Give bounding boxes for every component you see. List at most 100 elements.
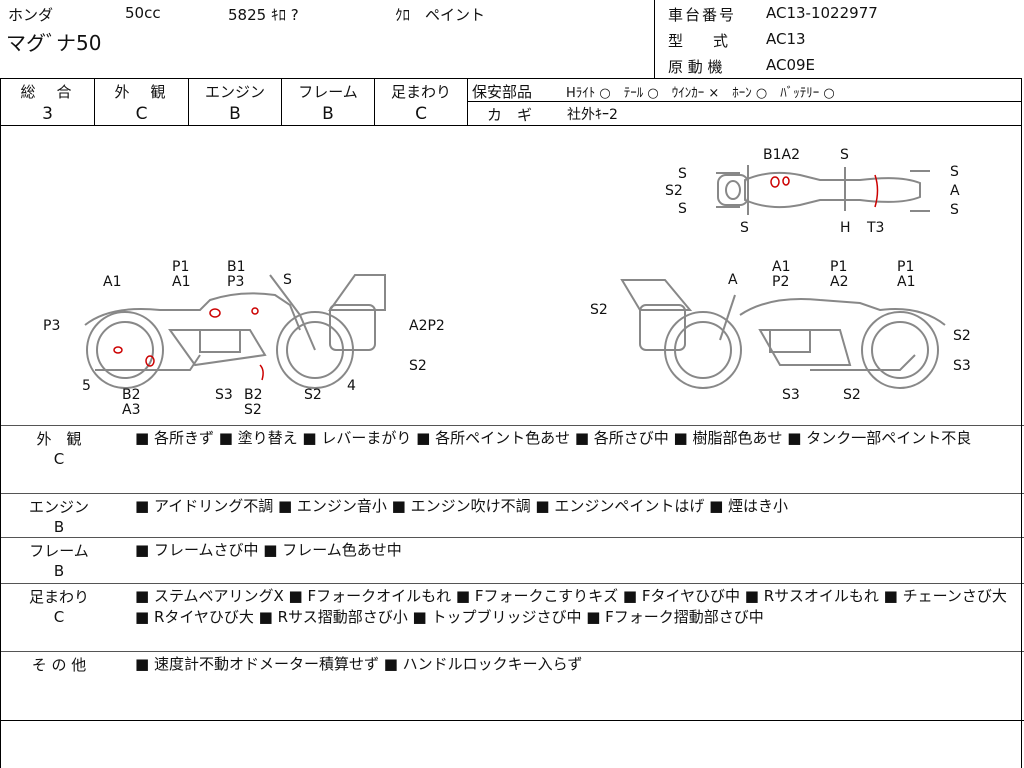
- diag-label: S: [740, 220, 749, 236]
- diag-label: A2P2: [409, 318, 445, 334]
- section-text: ■ ステムベアリングX ■ Fフォークオイルもれ ■ Fフォークこすりキズ ■ …: [135, 587, 1007, 626]
- left-border: [0, 425, 1, 768]
- safety-items: Hﾗｲﾄ ○ ﾃｰﾙ ○ ｳｲﾝｶｰ × ﾎｰﾝ ○ ﾊﾞｯﾃﾘｰ ○: [566, 86, 835, 101]
- section-exterior: 外 観 C ■ 各所きず ■ 塗り替え ■ レバーまがり ■ 各所ペイント色あせ…: [0, 425, 1024, 493]
- diag-label: A2: [830, 274, 849, 290]
- header-divider: [654, 0, 655, 79]
- maker: ホンダ: [8, 6, 54, 24]
- section-name: 外 観: [36, 430, 82, 448]
- diag-label: S2: [244, 402, 262, 418]
- grade-value: 3: [42, 104, 53, 124]
- section-grade: C: [53, 450, 65, 468]
- diag-label: A1: [103, 274, 122, 290]
- section-text: ■ 各所きず ■ 塗り替え ■ レバーまがり ■ 各所ペイント色あせ ■ 各所さ…: [135, 429, 972, 447]
- grade-suspension: 足まわり C: [375, 79, 468, 125]
- diag-label: A3: [122, 402, 141, 418]
- diag-label: P3: [227, 274, 245, 290]
- diag-label: S3: [782, 387, 800, 403]
- diag-label: S: [950, 202, 959, 218]
- section-other: そ の 他 ■ 速度計不動オドメーター積算せず ■ ハンドルロックキー入らず: [0, 651, 1024, 721]
- section-grade: C: [53, 608, 65, 626]
- grade-engine: エンジン B: [189, 79, 282, 125]
- diag-label: H: [840, 220, 851, 236]
- section-engine: エンジン B ■ アイドリング不調 ■ エンジン音小 ■ エンジン吹け不調 ■ …: [0, 493, 1024, 537]
- diag-label: P1: [897, 259, 915, 275]
- section-text: ■ フレームさび中 ■ フレーム色あせ中: [135, 541, 402, 559]
- diag-label: S3: [215, 387, 233, 403]
- grade-frame: フレーム B: [282, 79, 375, 125]
- color: ｸﾛ ペイント: [395, 6, 486, 24]
- type-label: 型 式: [668, 32, 729, 50]
- diag-label: T3: [867, 220, 885, 236]
- diag-label: B1: [227, 259, 246, 275]
- section-grade: B: [53, 518, 65, 536]
- grade-value: B: [322, 104, 334, 124]
- grade-value: C: [415, 104, 427, 124]
- grade-row-border: [0, 78, 1022, 126]
- diag-label: A: [728, 272, 738, 288]
- diag-label: A1: [772, 259, 791, 275]
- diag-label: B2: [122, 387, 141, 403]
- bike-diagrams: [84, 165, 946, 389]
- right-bike: [620, 279, 946, 389]
- diag-label: S: [678, 201, 687, 217]
- diag-label: S3: [953, 358, 971, 374]
- diag-label: S: [840, 147, 849, 163]
- section-text: ■ アイドリング不調 ■ エンジン音小 ■ エンジン吹け不調 ■ エンジンペイン…: [135, 497, 789, 515]
- diag-label: 4: [347, 378, 356, 394]
- displacement: 50cc: [125, 4, 161, 22]
- left-bike: [84, 274, 386, 389]
- mileage: 5825 ｷﾛ ?: [228, 6, 299, 24]
- diag-label: A1: [897, 274, 916, 290]
- grade-label: エンジン: [204, 83, 265, 101]
- section-text: ■ 速度計不動オドメーター積算せず ■ ハンドルロックキー入らず: [135, 655, 583, 673]
- diag-label: P3: [43, 318, 61, 334]
- key-value: 社外ｷｰ2: [567, 107, 618, 123]
- diag-label: S: [283, 272, 292, 288]
- diag-label: S2: [665, 183, 683, 199]
- top-view: [716, 165, 930, 215]
- diag-label: A: [950, 183, 960, 199]
- diag-label: B1A2: [763, 147, 800, 163]
- type-value: AC13: [766, 30, 806, 48]
- diag-label: P1: [172, 259, 190, 275]
- key-label: カ ギ: [487, 106, 533, 124]
- safety-divider: [468, 101, 1022, 102]
- safety-label: 保安部品: [472, 83, 533, 101]
- grade-overall: 総 合 3: [1, 79, 95, 125]
- grade-value: B: [229, 104, 241, 124]
- grade-label: 総 合: [20, 83, 75, 101]
- diag-label: S2: [843, 387, 861, 403]
- frame-no-label: 車台番号: [668, 6, 737, 24]
- section-grade: B: [53, 562, 65, 580]
- diag-label: 5: [82, 378, 91, 394]
- damage-marks: [113, 174, 879, 381]
- right-border: [1021, 425, 1022, 768]
- grade-label: 外 観: [114, 83, 169, 101]
- diag-label: S2: [409, 358, 427, 374]
- diag-label: B2: [244, 387, 263, 403]
- diag-label: S: [678, 166, 687, 182]
- diag-label: S2: [590, 302, 608, 318]
- diagram-area: [0, 125, 1022, 425]
- diag-label: P2: [772, 274, 790, 290]
- engine-value: AC09E: [766, 56, 816, 74]
- diag-label: P1: [830, 259, 848, 275]
- section-name: エンジン: [28, 498, 89, 516]
- section-name: 足まわり: [28, 588, 89, 606]
- section-frame: フレーム B ■ フレームさび中 ■ フレーム色あせ中: [0, 537, 1024, 583]
- grade-value: C: [135, 104, 148, 124]
- section-name: フレーム: [29, 542, 89, 560]
- diag-label: S2: [953, 328, 971, 344]
- diag-label: A1: [172, 274, 191, 290]
- section-suspension: 足まわり C ■ ステムベアリングX ■ Fフォークオイルもれ ■ Fフォークこ…: [0, 583, 1024, 651]
- section-name: そ の 他: [31, 656, 87, 674]
- diag-label: S2: [304, 387, 322, 403]
- model-name: マグﾞナ50: [6, 31, 102, 55]
- grade-label: フレーム: [298, 83, 358, 101]
- diag-label: S: [950, 164, 959, 180]
- engine-label: 原 動 機: [668, 58, 723, 76]
- frame-no: AC13-1022977: [766, 4, 878, 22]
- grade-label: 足まわり: [390, 83, 451, 101]
- grade-exterior: 外 観 C: [95, 79, 189, 125]
